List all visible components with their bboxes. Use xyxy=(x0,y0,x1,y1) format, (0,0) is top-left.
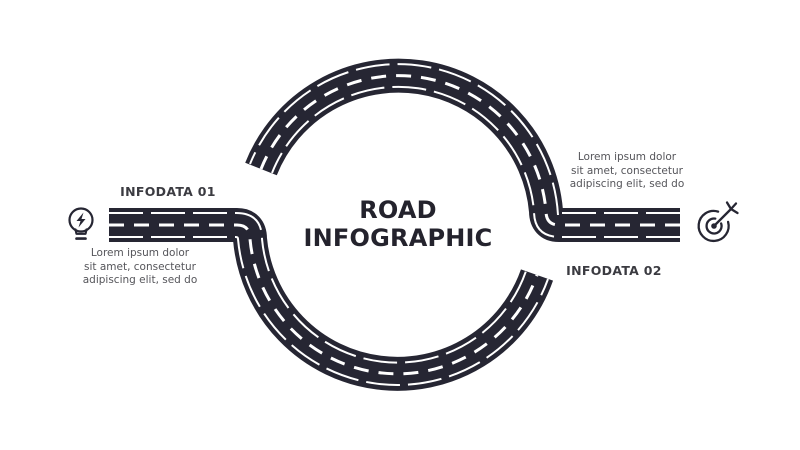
road-edge-lines xyxy=(109,63,680,387)
target-dart-icon xyxy=(697,201,739,243)
description-line: sit amet, consectetur xyxy=(84,260,196,273)
description-line: adipiscing elit, sed do xyxy=(82,274,198,286)
infodata-01-description: Lorem ipsum dolor sit amet, consectetur … xyxy=(55,247,225,288)
infodata-02-label: INFODATA 02 xyxy=(566,263,662,278)
left-road-inner-edge-line xyxy=(109,212,527,364)
description-line: sit amet, consectetur xyxy=(571,164,683,177)
left-road-and-lower-arc xyxy=(109,208,554,391)
lightbulb-bolt-icon xyxy=(68,207,94,240)
infodata-01-label: INFODATA 01 xyxy=(120,184,216,199)
right-road-center-dashes xyxy=(259,74,680,227)
road-center-lines xyxy=(109,74,680,376)
left-road-outer-edge-line xyxy=(109,236,549,387)
right-road-inner-edge-line xyxy=(271,85,680,238)
description-line: Lorem ipsum dolor xyxy=(90,247,190,259)
page-title: ROAD INFOGRAPHIC xyxy=(303,196,493,252)
infodata-02-description: Lorem ipsum dolor sit amet, consectetur … xyxy=(542,151,712,192)
right-road-outer-edge-line xyxy=(249,63,680,216)
description-line: adipiscing elit, sed do xyxy=(569,178,685,190)
description-line: Lorem ipsum dolor xyxy=(577,151,677,163)
